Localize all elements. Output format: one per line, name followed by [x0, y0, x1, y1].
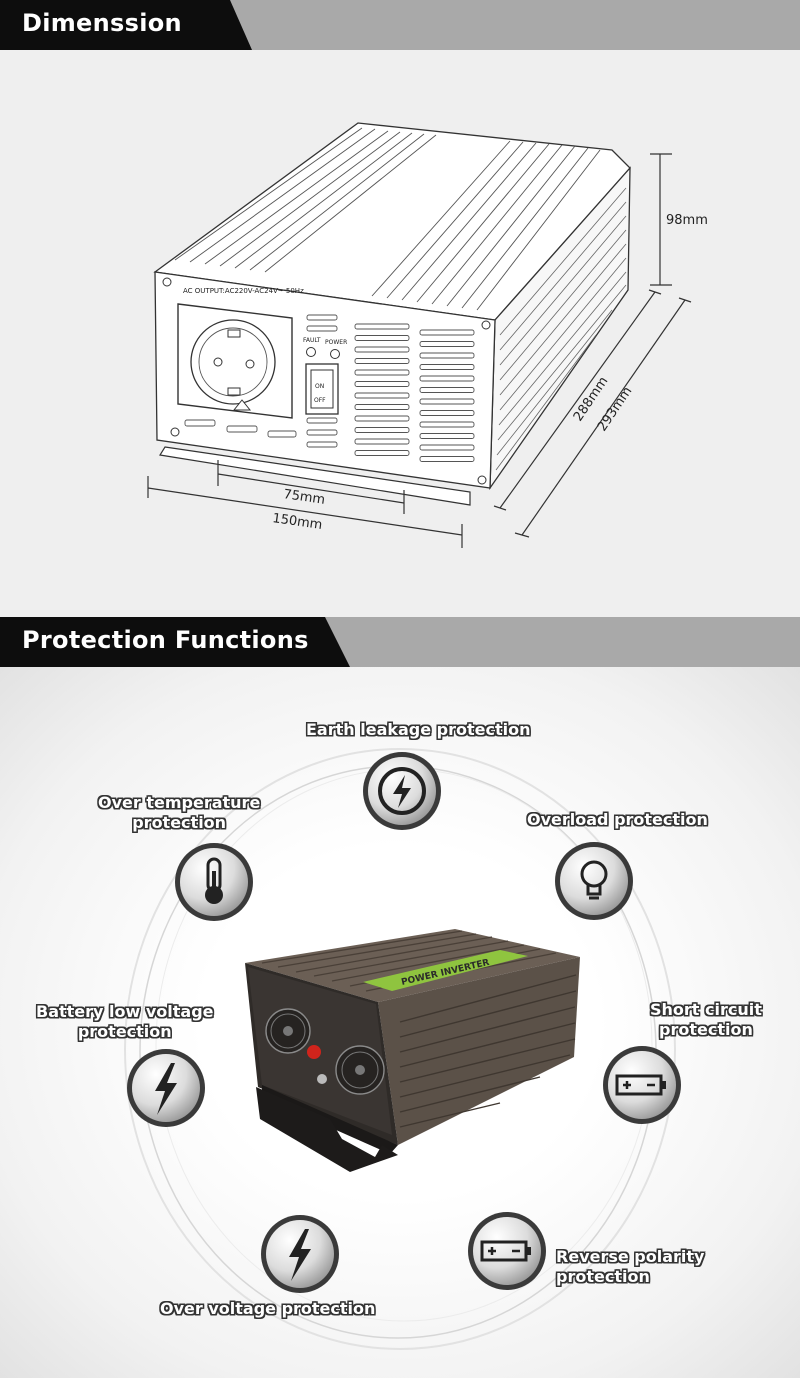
vent-slot: [419, 433, 475, 439]
protection-title: Protection Functions: [22, 626, 309, 654]
vent-slot: [354, 438, 410, 445]
lightbulb-icon: [553, 840, 635, 922]
vent-slot: [354, 392, 410, 399]
vent-slot: [419, 341, 475, 347]
vent-slot: [354, 346, 410, 353]
over-voltage-bolt-icon: [259, 1213, 341, 1295]
front-vents: [306, 314, 338, 448]
dimension-lines: [147, 153, 692, 548]
height-label: 98mm: [666, 213, 708, 228]
inverter-line-drawing: AC OUTPUT:AC220V-AC24V~ 50Hz FAULT POWER…: [147, 122, 708, 548]
vent-slot: [419, 375, 475, 382]
vent-slot: [419, 329, 475, 336]
vent-slot: [354, 358, 410, 364]
power-switch: ON OFF: [305, 363, 339, 415]
svg-text:OFF: OFF: [314, 397, 326, 404]
dimension-header-tab: [0, 0, 252, 50]
battery-low-bolt-icon: [125, 1047, 207, 1129]
fault-led: [306, 347, 316, 357]
overload-label: Overload protection: [527, 810, 708, 829]
front-screws: [162, 277, 491, 485]
earth-leakage-label: Earth leakage protection: [306, 720, 531, 739]
inverter-product: POWER INVERTER: [245, 929, 580, 1172]
vent-slot: [354, 427, 410, 433]
vent-slot: [354, 404, 410, 410]
earth-leakage-icon: [361, 750, 443, 832]
fault-label: FAULT: [303, 337, 321, 344]
dimension-title: Dimenssion: [22, 9, 182, 37]
vent-slot: [354, 369, 410, 376]
dimension-section: AC OUTPUT:AC220V-AC24V~ 50Hz FAULT POWER…: [0, 50, 800, 617]
protection-ring: POWER INVERTER: [124, 748, 676, 1350]
vent-slot: [354, 335, 410, 341]
protection-header-tab: [0, 617, 350, 667]
vent-slot: [354, 415, 410, 422]
short-circuit-battery-icon: [601, 1044, 683, 1126]
width-150-label: 150mm: [271, 511, 323, 533]
vent-slot: [354, 381, 410, 387]
svg-text:ON: ON: [315, 383, 324, 390]
thermometer-icon: [173, 841, 255, 923]
reverse-polarity-battery-icon: [466, 1210, 548, 1292]
ac-output-label: AC OUTPUT:AC220V-AC24V~ 50Hz: [183, 287, 304, 295]
side-fins: [495, 187, 627, 471]
over-voltage-label: Over voltage protection: [160, 1299, 376, 1318]
vent-slot: [419, 444, 475, 451]
mounting-foot: [159, 446, 471, 506]
protection-header: Protection Functions: [0, 617, 800, 667]
vent-slot: [419, 456, 475, 462]
power-label: POWER: [325, 339, 347, 346]
vent-slot: [419, 352, 475, 359]
vent-slot: [419, 387, 475, 393]
vent-grid: [354, 323, 475, 462]
vent-slot: [354, 450, 410, 456]
vent-slot: [419, 364, 475, 370]
vent-slot: [419, 398, 475, 405]
vent-slot: [419, 410, 475, 416]
vent-slot: [419, 421, 475, 428]
protection-section: POWER INVERTER: [0, 667, 800, 1378]
width-75-label: 75mm: [282, 487, 326, 508]
ac-socket: [177, 303, 293, 419]
dimension-header: Dimenssion: [0, 0, 800, 50]
top-fins: [174, 127, 601, 311]
vent-slot: [354, 323, 410, 330]
power-led: [330, 349, 340, 359]
